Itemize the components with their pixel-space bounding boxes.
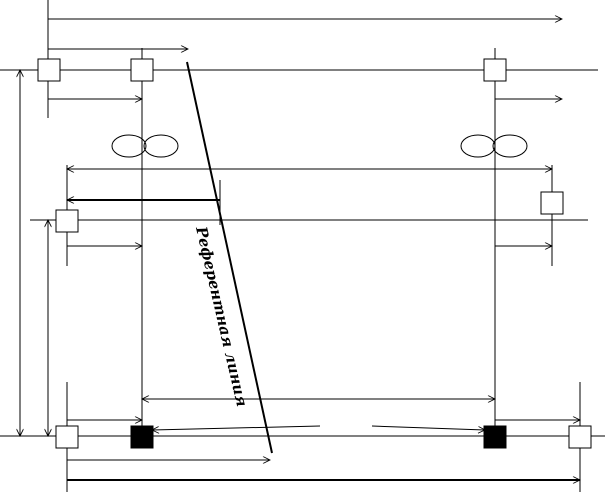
- ellipse-right-b: [492, 134, 528, 158]
- marker-squares: [37, 58, 592, 449]
- dimension-arrows: [20, 19, 580, 480]
- horizontal-lines: [0, 69, 605, 437]
- marker-square-top-axle-right: [483, 58, 507, 82]
- filled-square-bottom-axle-left: [130, 425, 154, 449]
- ellipse-left-b: [143, 134, 179, 158]
- marker-square-bottom-left: [55, 425, 79, 449]
- reference-line: [186, 61, 273, 454]
- marker-square-bottom-right: [568, 425, 592, 449]
- ellipse-symbols: [111, 134, 528, 158]
- filled-square-bottom-axle-right: [483, 425, 507, 449]
- ellipse-left-a: [111, 134, 147, 158]
- marker-square-top-axle-left: [130, 58, 154, 82]
- ellipse-right-a: [460, 134, 496, 158]
- marker-square-top-left: [37, 58, 61, 82]
- dimension-arrow-pointer-left: [152, 425, 321, 430]
- dimension-arrow-pointer-right: [371, 425, 485, 430]
- marker-square-mid-right: [540, 191, 564, 215]
- marker-square-mid-left: [55, 209, 79, 233]
